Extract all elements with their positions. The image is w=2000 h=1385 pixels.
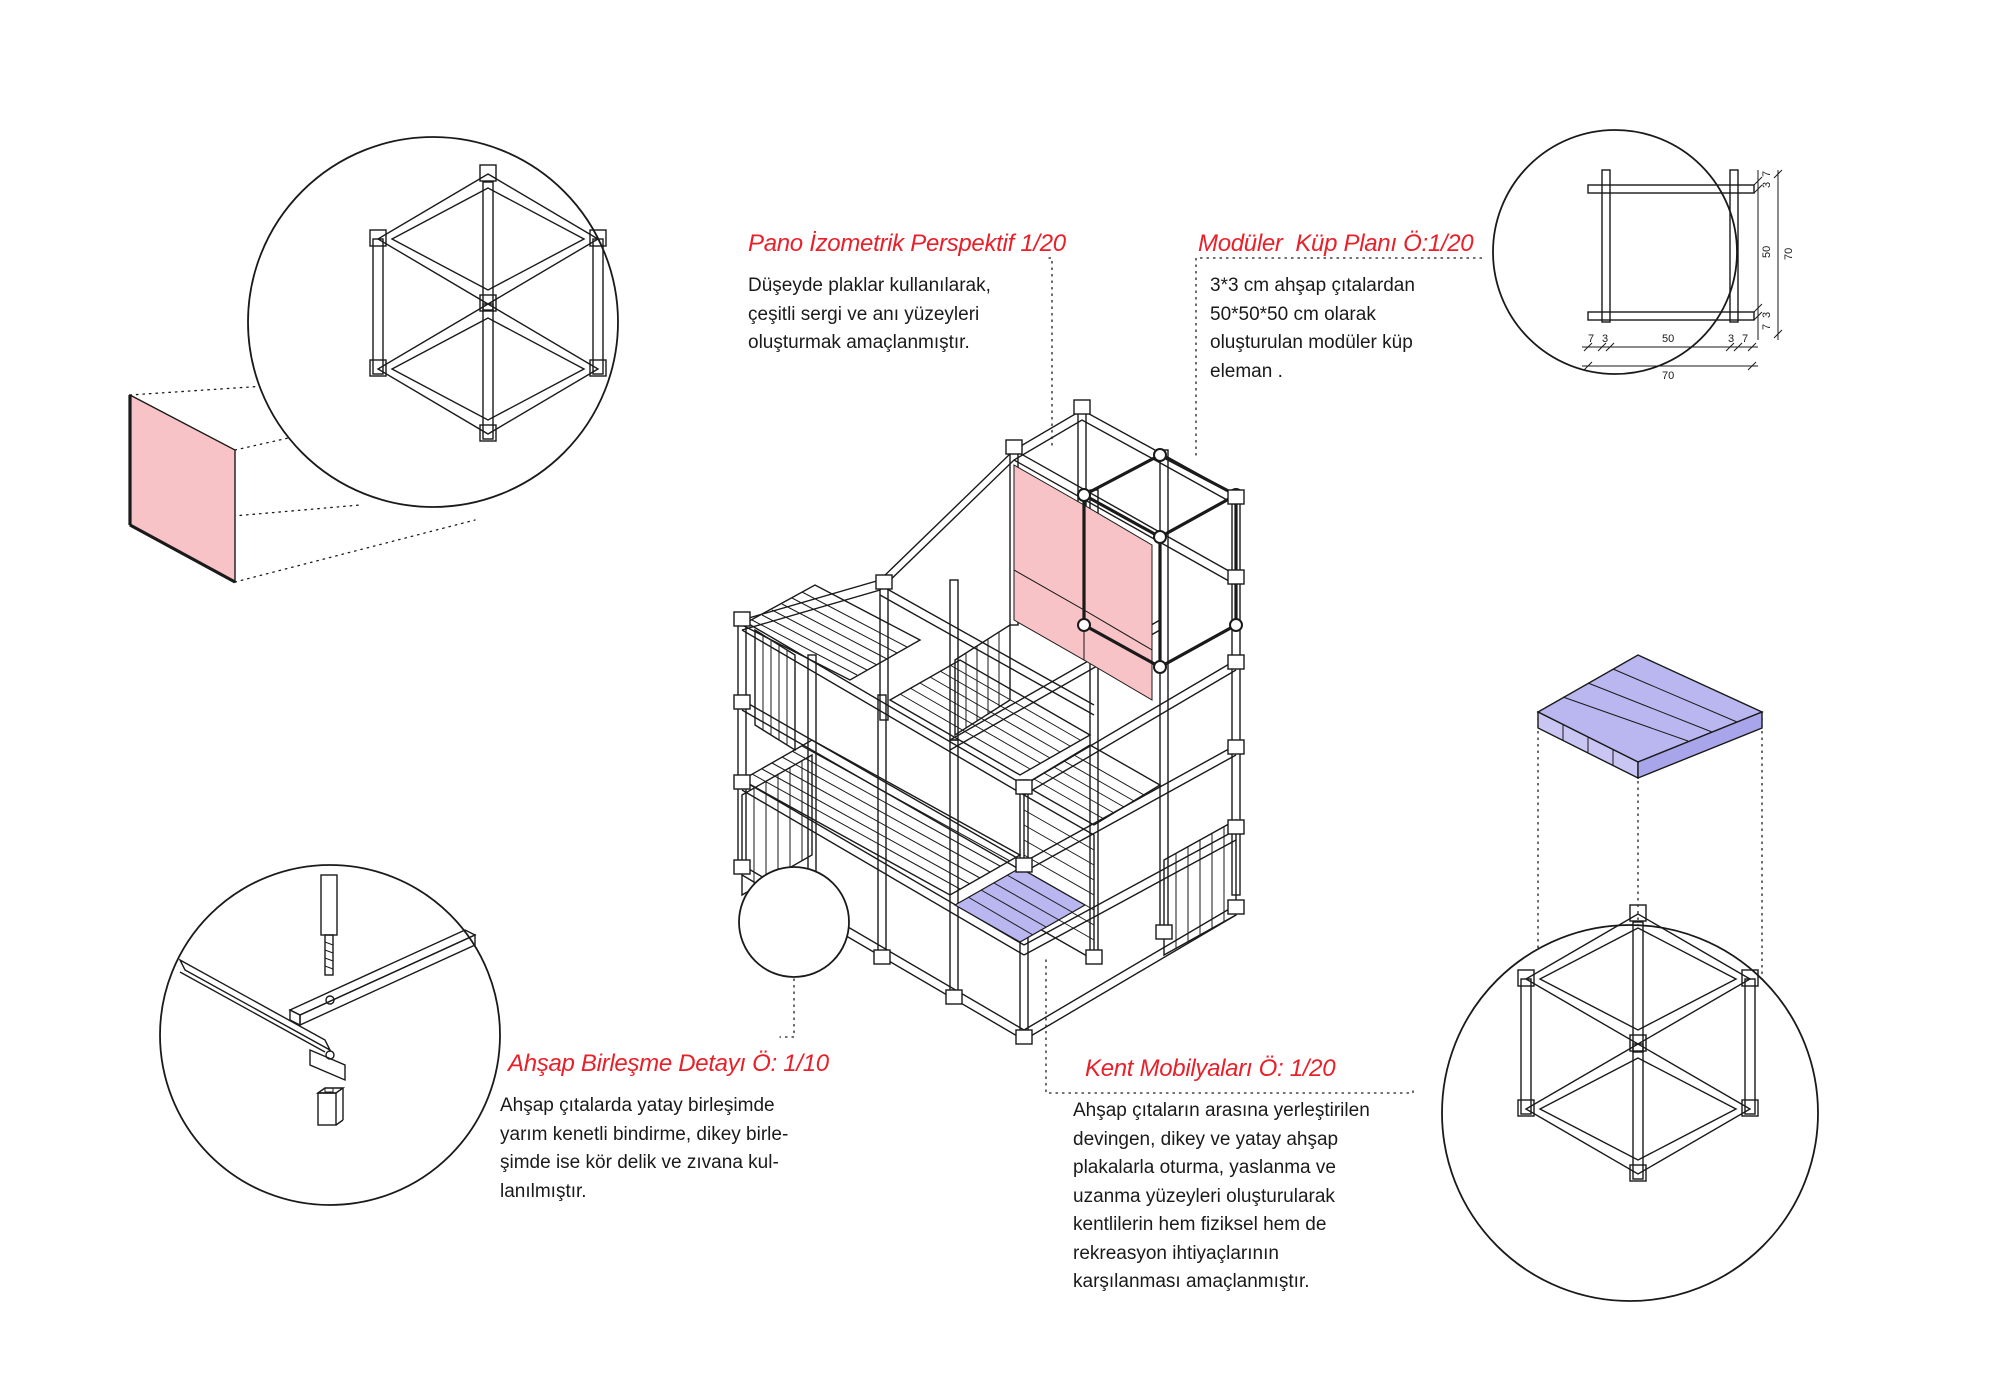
caption-pano-line: Düşeyde plaklar kullanılarak, (748, 275, 991, 296)
slatted-seat-top-left (740, 584, 922, 681)
caption-moduler-line: oluşturulan modüler küp (1210, 332, 1413, 353)
wood-joint-detail-circle (159, 864, 501, 1206)
modular-cube-plan-circle: 3 7 50 70 7 3 7 3 50 3 7 70 (1492, 129, 1795, 382)
slatted-back-panels (741, 623, 1237, 962)
caption-ahsap-body: Ahşap çıtalarda yatay birleşimde yarım k… (500, 1092, 829, 1206)
slatted-seat-right (1022, 744, 1162, 826)
caption-pano-body: Düşeyde plaklar kullanılarak, çeşitli se… (748, 272, 1066, 358)
plan-dim-right-total: 70 (1783, 248, 1795, 260)
plan-dim-bottom-right-b: 7 (1742, 333, 1748, 345)
caption-ahsap-line: Ahşap çıtalarda yatay birleşimde (500, 1095, 775, 1116)
slatted-seat-middle (888, 659, 1092, 776)
caption-pano-line: çeşitli sergi ve anı yüzeyleri (748, 303, 980, 325)
plan-dim-right-top-a: 3 (1761, 182, 1773, 188)
violet-seat-in-structure (953, 867, 1087, 943)
plan-dim-right-mid: 50 (1761, 246, 1773, 258)
caption-kent-line: rekreasyon ihtiyaçlarının (1073, 1242, 1279, 1264)
joint-reference-circle (738, 866, 850, 978)
plan-dim-right-top-b: 7 (1761, 171, 1773, 177)
urban-furniture-isometric (733, 399, 1245, 1045)
seat-cube-detail-circle (1441, 904, 1819, 1302)
caption-kent-line: devingen, dikey ve yatay ahşap (1073, 1128, 1339, 1150)
pano-panels (1013, 464, 1153, 701)
pano-cube-detail-circle (247, 136, 619, 508)
plan-dim-bottom-left-b: 3 (1602, 333, 1608, 345)
caption-ahsap-line: lanılmıştır. (500, 1180, 587, 1202)
plan-dim-bottom-left-a: 7 (1588, 333, 1594, 345)
caption-pano-title: Pano İzometrik Perspektif 1/20 (748, 230, 1066, 257)
plan-dim-bottom-right-a: 3 (1728, 333, 1734, 345)
caption-kent-line: karşılanması amaçlanmıştır. (1073, 1271, 1310, 1292)
caption-moduler-title: Modüler Küp Planı Ö:1/20 (1198, 230, 1474, 257)
caption-ahsap-line: yarım kenetli bindirme, dikey birle- (500, 1123, 789, 1145)
plan-dim-bottom-total: 70 (1662, 370, 1674, 382)
caption-kent-line: uzanma yüzeyleri oluşturularak (1073, 1185, 1335, 1207)
caption-pano: Pano İzometrik Perspektif 1/20 Düşeyde p… (748, 230, 1066, 358)
seat-panel-swatch (1536, 654, 1764, 780)
caption-kent: Kent Mobilyaları Ö: 1/20 Ahşap çıtaların… (1073, 1055, 1370, 1297)
plan-dim-right-bottom-b: 3 (1761, 312, 1773, 318)
caption-ahsap: Ahşap Birleşme Detayı Ö: 1/10 Ahşap çıta… (500, 1050, 829, 1206)
caption-pano-line: oluşturmak amaçlanmıştır. (748, 332, 970, 353)
caption-kent-line: Ahşap çıtaların arasına yerleştirilen (1073, 1100, 1370, 1121)
caption-moduler-line: 50*50*50 cm olarak (1210, 303, 1376, 325)
caption-kent-line: plakalarla oturma, yaslanma ve (1073, 1157, 1336, 1178)
caption-moduler-line: 3*3 cm ahşap çıtalardan (1210, 275, 1415, 296)
caption-kent-body: Ahşap çıtaların arasına yerleştirilen de… (1073, 1097, 1370, 1297)
caption-moduler: Modüler Küp Planı Ö:1/20 3*3 cm ahşap çı… (1198, 230, 1474, 386)
slatted-seat-lower (740, 739, 1022, 896)
caption-moduler-body: 3*3 cm ahşap çıtalardan 50*50*50 cm olar… (1210, 272, 1473, 386)
caption-kent-line: kentlilerin hem fiziksel hem de (1073, 1214, 1327, 1235)
plan-dim-bottom-mid: 50 (1662, 333, 1674, 345)
plan-dim-right-bottom-a: 7 (1761, 324, 1773, 330)
caption-moduler-line: eleman . (1210, 360, 1283, 382)
pano-panel-swatch (128, 393, 236, 584)
caption-kent-title: Kent Mobilyaları Ö: 1/20 (1085, 1055, 1336, 1082)
caption-ahsap-line: şimde ise kör delik ve zıvana kul- (500, 1152, 779, 1173)
caption-ahsap-title: Ahşap Birleşme Detayı Ö: 1/10 (508, 1050, 829, 1077)
